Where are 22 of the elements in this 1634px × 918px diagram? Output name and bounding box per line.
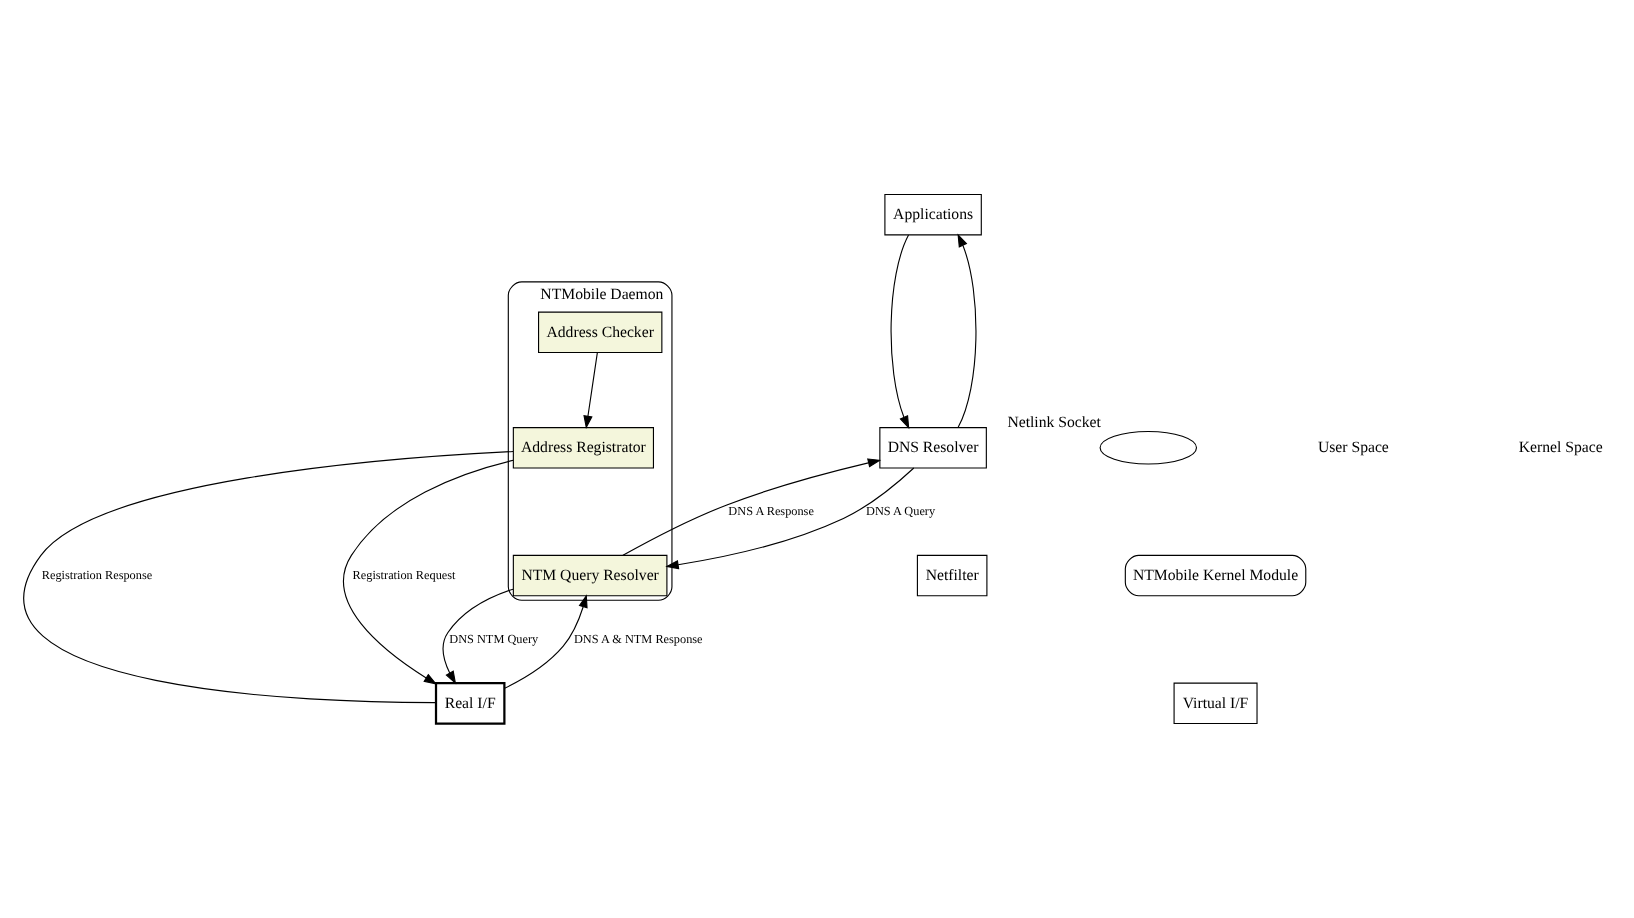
arrow bbox=[343, 459, 514, 685]
arrow bbox=[622, 458, 882, 556]
node-box: NTM Query Resolver bbox=[512, 554, 668, 597]
node-label: Netlink Socket bbox=[1007, 413, 1101, 432]
node-box: Virtual I/F bbox=[1173, 682, 1258, 725]
arrow bbox=[504, 594, 588, 689]
node-box: Address Checker bbox=[538, 311, 663, 354]
node-box: Netfilter bbox=[916, 554, 988, 597]
node-box: Real I/F bbox=[434, 682, 506, 725]
label: Kernel Space bbox=[1518, 437, 1603, 456]
arrow bbox=[583, 352, 598, 430]
node-box: Applications bbox=[884, 193, 982, 236]
arrow bbox=[957, 233, 977, 429]
arrow bbox=[665, 467, 915, 570]
arrow bbox=[442, 588, 514, 685]
node-box: Address Registrator bbox=[512, 427, 654, 469]
label: User Space bbox=[1317, 437, 1389, 456]
connector bbox=[24, 450, 514, 704]
node-ellipse bbox=[1099, 431, 1198, 465]
arrow bbox=[890, 234, 910, 430]
node-box: NTMobile Kernel Module bbox=[1124, 554, 1307, 597]
node-box: DNS Resolver bbox=[879, 427, 987, 469]
